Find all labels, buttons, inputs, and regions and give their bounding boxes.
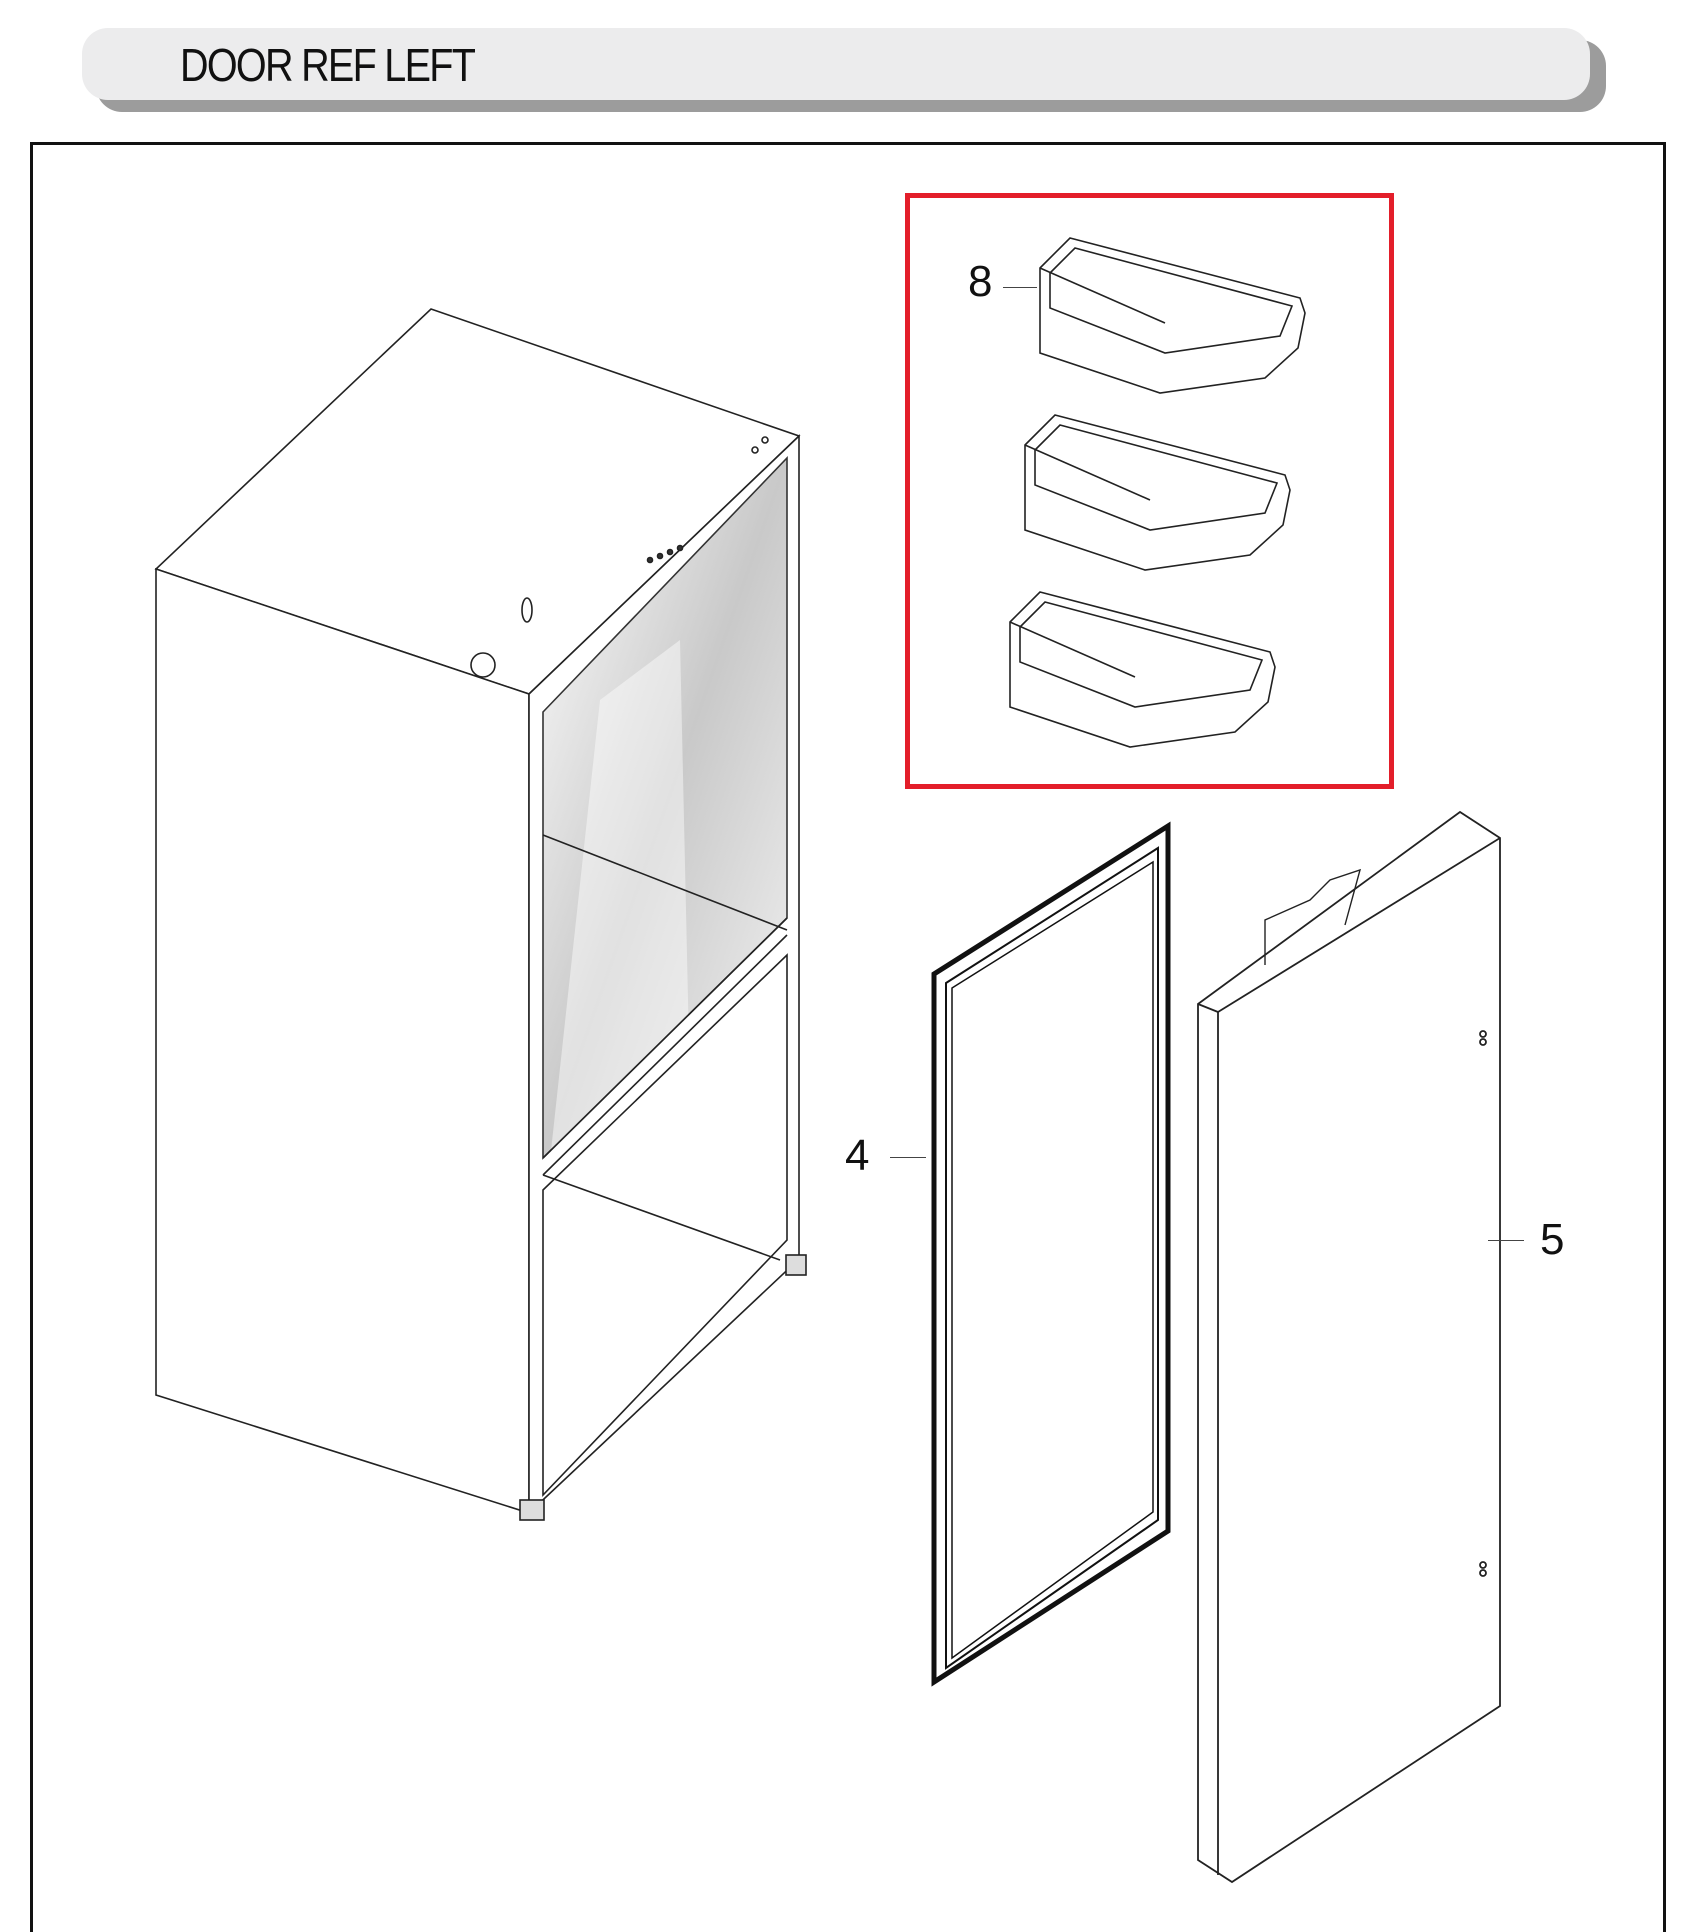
header-bar — [82, 28, 1590, 100]
refrigerator-door — [1197, 810, 1501, 1884]
leader-line-8 — [1003, 287, 1037, 288]
refrigerator-cabinet — [154, 308, 807, 1521]
door-bin-2 — [1024, 414, 1291, 571]
callout-4: 4 — [845, 1131, 870, 1180]
door-bin-1 — [1039, 237, 1306, 394]
door-gasket — [931, 821, 1171, 1687]
leader-line-4 — [890, 1157, 926, 1158]
leader-line-5 — [1488, 1240, 1524, 1241]
door-bin-3 — [1009, 591, 1276, 748]
callout-8: 8 — [968, 257, 993, 306]
page-title: DOOR REF LEFT — [180, 39, 476, 91]
door-bin-group — [1009, 237, 1306, 748]
callout-5: 5 — [1540, 1215, 1565, 1264]
diagram-frame — [30, 142, 1666, 1932]
highlighted-parts-box — [905, 193, 1394, 789]
